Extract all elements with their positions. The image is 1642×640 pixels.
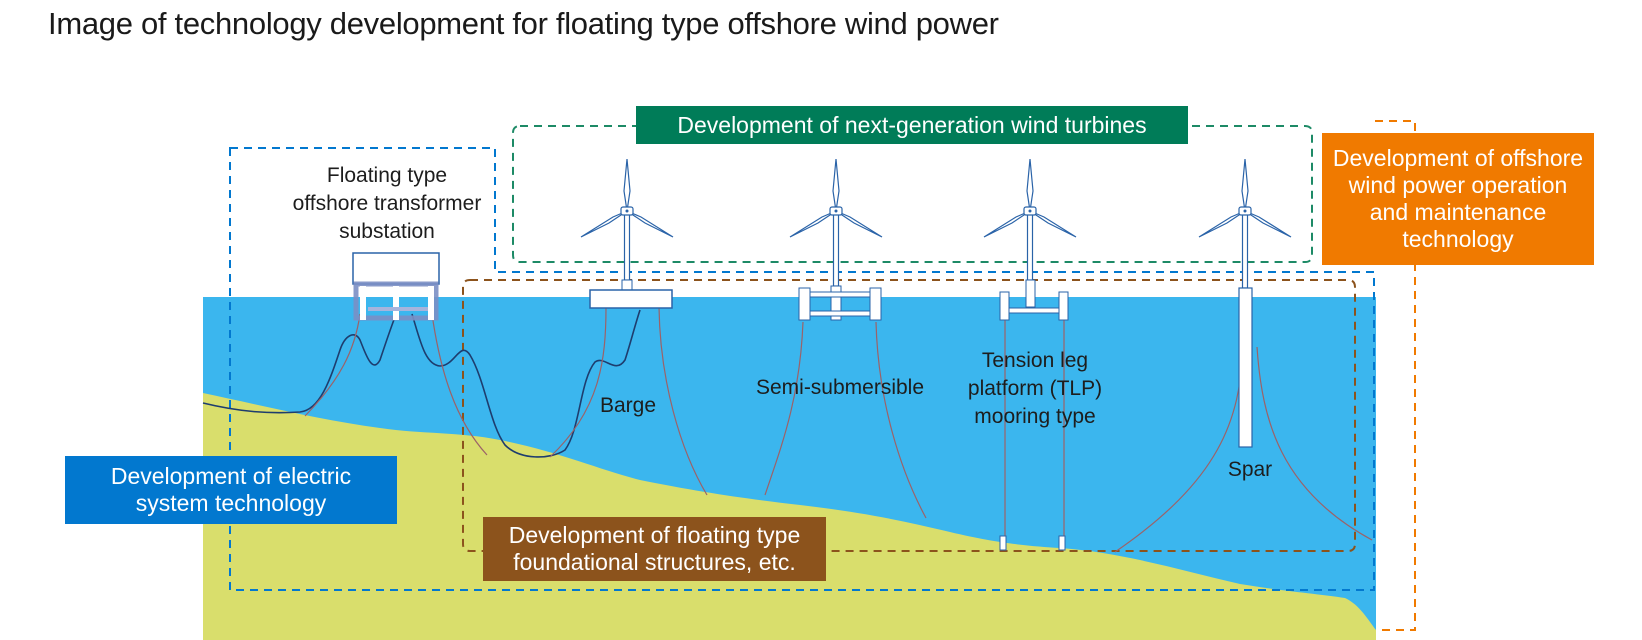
electric-line-2: system technology bbox=[135, 490, 327, 516]
semi-submersible-label: Semi-submersible bbox=[755, 376, 925, 399]
semi-submersible-floater bbox=[798, 285, 882, 321]
substation-line-1: Floating type bbox=[326, 164, 448, 187]
wind-turbines bbox=[580, 158, 1292, 289]
tlp-line-1: Tension leg bbox=[981, 349, 1089, 372]
electric-system-category-label: Development of electric system technolog… bbox=[65, 456, 397, 524]
om-line-2: wind power operation bbox=[1348, 172, 1568, 198]
page-title: Image of technology development for floa… bbox=[48, 6, 999, 41]
foundation-frame bbox=[462, 279, 1356, 552]
foundation-line-2: foundational structures, etc. bbox=[513, 549, 796, 575]
wind-turbine-icon bbox=[789, 158, 883, 287]
tlp-label: Tension leg platform (TLP) mooring type bbox=[950, 347, 1120, 431]
om-technology-category-label: Development of offshore wind power opera… bbox=[1322, 133, 1594, 265]
electric-system-frame bbox=[230, 148, 495, 158]
wind-turbine-category-label: Development of next-generation wind turb… bbox=[636, 106, 1188, 144]
wind-turbine-icon bbox=[580, 158, 674, 281]
substation-line-3: substation bbox=[339, 220, 435, 243]
spar-floater bbox=[1238, 287, 1253, 448]
om-line-4: technology bbox=[1402, 226, 1514, 252]
electric-line-1: Development of electric bbox=[110, 463, 352, 489]
tlp-line-2: platform (TLP) bbox=[967, 377, 1103, 400]
tlp-floater bbox=[999, 279, 1069, 551]
om-line-3: and maintenance bbox=[1369, 199, 1547, 225]
om-line-1: Development of offshore bbox=[1332, 145, 1584, 171]
substation-label: Floating type offshore transformer subst… bbox=[282, 162, 492, 246]
wind-turbine-icon bbox=[983, 158, 1077, 281]
tlp-line-3: mooring type bbox=[974, 405, 1096, 428]
foundation-category-label: Development of floating type foundationa… bbox=[483, 517, 826, 581]
electric-system-frame-outline bbox=[229, 147, 1375, 591]
wind-turbine-frame bbox=[512, 125, 1313, 263]
spar-label: Spar bbox=[1227, 458, 1273, 481]
power-cables bbox=[202, 309, 641, 458]
substation-platform bbox=[352, 252, 440, 321]
om-technology-frame bbox=[1375, 120, 1416, 631]
barge-floater bbox=[589, 279, 673, 309]
substation-line-2: offshore transformer bbox=[292, 192, 482, 215]
foundation-line-1: Development of floating type bbox=[508, 522, 801, 548]
wind-turbine-icon bbox=[1198, 158, 1292, 289]
barge-label: Barge bbox=[599, 394, 657, 417]
